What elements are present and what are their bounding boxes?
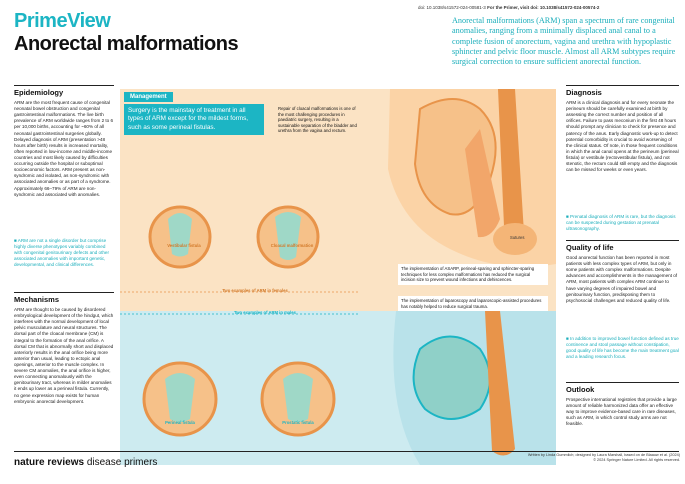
asarp-note: The implementation of ASARP, perineal-sp…: [398, 264, 548, 285]
quality-note: ■ In addition to improved bowel function…: [566, 336, 679, 360]
quality-heading: Quality of life: [566, 243, 614, 252]
sutures-label: Sutures: [510, 235, 525, 240]
epidemiology-note: ■ ARM are not a single disorder but comp…: [14, 238, 109, 268]
credit-line-2: © 2024 Springer Nature Limited. All righ…: [593, 458, 680, 463]
epidemiology-body: ARM are the most frequent cause of conge…: [14, 100, 114, 197]
laparoscopy-note: The implementation of laparoscopy and la…: [398, 296, 548, 312]
doi-line: doi: 10.1038/s41572-024-00581-3 For the …: [418, 5, 599, 10]
credit-line-1: Written by Linda Gummlich; designed by L…: [527, 453, 680, 457]
outlook-heading: Outlook: [566, 385, 595, 394]
footer-divider: [14, 451, 679, 452]
prostatic-label: Prostatic fistula: [282, 420, 314, 425]
journal-logo: nature reviews disease primers: [14, 457, 157, 468]
credits: Written by Linda Gummlich; designed by L…: [470, 453, 680, 464]
divider-epidemiology: [14, 85, 114, 86]
diagnosis-body: ARM is a clinical diagnosis and for ever…: [566, 100, 679, 173]
cloacal-repair-note: Repair of cloacal malformations is one o…: [278, 106, 357, 134]
quality-body: Good anorectal function has been reporte…: [566, 255, 678, 303]
logo-rest: disease primers: [84, 457, 158, 468]
page-title: Anorectal malformations: [14, 33, 239, 55]
cloacal-organ: [275, 212, 301, 260]
diagnosis-heading: Diagnosis: [566, 88, 602, 97]
outlook-body: Prospective international registries tha…: [566, 397, 677, 427]
divider-quality: [566, 240, 679, 241]
mechanisms-body: ARM are thought to be caused by disorder…: [14, 307, 114, 404]
divider-mechanisms: [14, 292, 114, 293]
primer-doi[interactable]: For the Primer, visit doi: 10.1038/s4157…: [487, 5, 600, 10]
sphincter-shape: [493, 223, 537, 255]
rectum-shape: [498, 89, 525, 254]
brand-label: PrimeView: [14, 10, 111, 32]
logo-bold: nature reviews: [14, 457, 85, 468]
perineal-label: Perineal fistula: [165, 420, 195, 425]
vagina-shape: [465, 129, 500, 238]
bladder-shape: [412, 335, 491, 420]
epidemiology-heading: Epidemiology: [14, 88, 64, 97]
perineal-organ: [165, 373, 195, 422]
diagnosis-note: ■ Prenatal diagnosis of ARM is rare, but…: [566, 214, 676, 232]
male-rectum-shape: [485, 311, 515, 456]
divider-outlook: [566, 382, 679, 383]
mechanisms-heading: Mechanisms: [14, 295, 60, 304]
management-illustration: [120, 89, 556, 465]
vestibular-organ: [168, 213, 192, 257]
management-lead: Surgery is the mainstay of treatment in …: [124, 104, 264, 135]
doi-text: doi: 10.1038/s41572-024-00581-3: [418, 5, 486, 10]
females-caption: Two examples of ARM in females: [222, 288, 288, 293]
divider-diagnosis: [566, 85, 679, 86]
males-caption: Two examples of ARM in males: [234, 310, 296, 315]
management-heading: Management: [124, 92, 173, 102]
cloacal-label: Cloacal malformation: [270, 243, 314, 248]
vestibular-label: Vestibular fistula: [167, 243, 201, 248]
intro-text: Anorectal malformations (ARM) span a spe…: [452, 16, 676, 66]
prostatic-organ: [283, 373, 313, 422]
